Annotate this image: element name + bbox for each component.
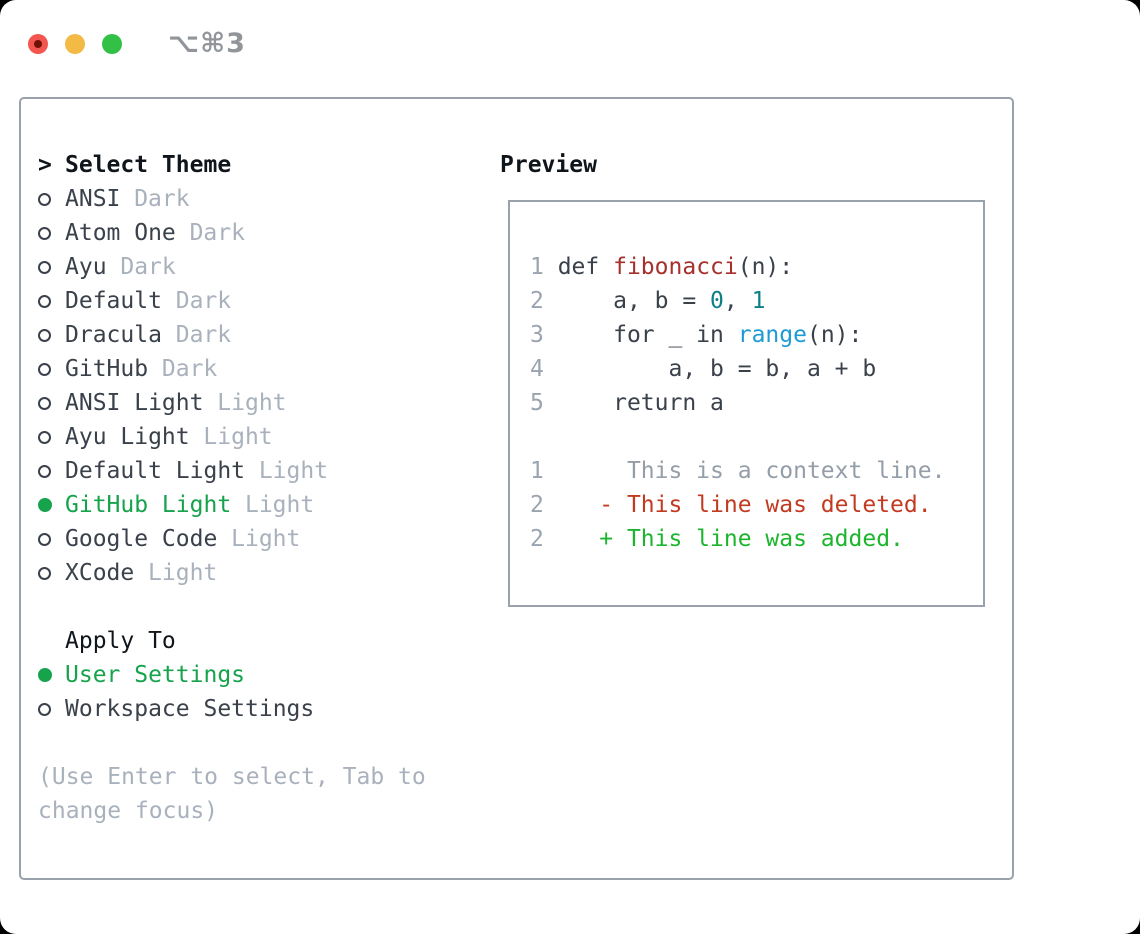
theme-list: > Select Theme ANSI Dark Atom One Dark A… [38, 148, 426, 828]
theme-option-ayu-dark[interactable]: Ayu Dark [38, 250, 426, 284]
preview-pane: 1 def fibonacci(n): 2 a, b = 0, 1 3 for … [508, 200, 985, 607]
radio-icon [38, 532, 65, 546]
theme-option-dracula-dark[interactable]: Dracula Dark [38, 318, 426, 352]
diff-deleted-line: 2 - This line was deleted. [530, 492, 932, 518]
radio-icon [38, 702, 65, 716]
radio-icon [38, 464, 65, 478]
radio-icon [38, 192, 65, 206]
radio-icon [38, 396, 65, 410]
theme-option-atom-one-dark[interactable]: Atom One Dark [38, 216, 426, 250]
apply-to-title: Apply To [65, 628, 176, 654]
spacer [38, 726, 426, 760]
theme-option-github-light[interactable]: GitHub Light Light [38, 488, 426, 522]
radio-icon [38, 294, 65, 308]
apply-to-header: Apply To [38, 624, 426, 658]
zoom-button[interactable] [102, 33, 122, 54]
code-line: 3 for _ in range(n): [530, 322, 863, 348]
select-theme-title: Select Theme [65, 152, 232, 178]
theme-picker-panel: > Select Theme ANSI Dark Atom One Dark A… [19, 97, 1014, 880]
apply-option-user-settings[interactable]: User Settings [38, 658, 426, 692]
titlebar: ⌥⌘3 [28, 28, 246, 59]
code-line: 2 a, b = 0, 1 [530, 288, 766, 314]
close-button[interactable] [28, 33, 48, 54]
keyboard-hint-line-1: (Use Enter to select, Tab to [38, 764, 426, 790]
apply-option-workspace-settings[interactable]: Workspace Settings [38, 692, 426, 726]
code-line: 1 def fibonacci(n): [530, 254, 794, 280]
theme-option-google-code[interactable]: Google Code Light [38, 522, 426, 556]
minimize-button[interactable] [65, 33, 85, 54]
diff-added-line: 2 + This line was added. [530, 526, 904, 552]
theme-option-ansi-dark[interactable]: ANSI Dark [38, 182, 426, 216]
diff-context-line: 1 This is a context line. [530, 458, 946, 484]
radio-icon [38, 226, 65, 240]
theme-option-ayu-light[interactable]: Ayu Light Light [38, 420, 426, 454]
theme-option-ansi-light[interactable]: ANSI Light Light [38, 386, 426, 420]
radio-selected-icon [38, 668, 65, 682]
prompt-icon: > [38, 152, 52, 178]
select-theme-header: > Select Theme [38, 148, 426, 182]
theme-option-default-light[interactable]: Default Light Light [38, 454, 426, 488]
window-title: ⌥⌘3 [168, 28, 246, 59]
code-line: 5 return a [530, 390, 724, 416]
theme-option-default-dark[interactable]: Default Dark [38, 284, 426, 318]
code-line: 4 a, b = b, a + b [530, 356, 877, 382]
radio-icon [38, 566, 65, 580]
keyboard-hint-line-2: change focus) [38, 798, 219, 824]
theme-option-xcode[interactable]: XCode Light [38, 556, 426, 590]
theme-option-github-dark[interactable]: GitHub Dark [38, 352, 426, 386]
radio-icon [38, 328, 65, 342]
radio-icon [38, 362, 65, 376]
radio-icon [38, 430, 65, 444]
preview-title: Preview [500, 152, 597, 178]
code-line-blank [530, 420, 983, 454]
spacer [38, 590, 426, 624]
radio-icon [38, 260, 65, 274]
radio-selected-icon [38, 498, 65, 512]
